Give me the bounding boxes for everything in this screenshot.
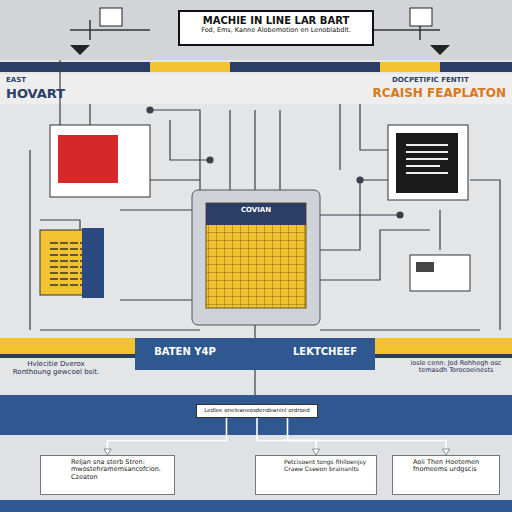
- node-text: Reljan sna sterb Stren: mwostehramemsanc…: [71, 459, 170, 481]
- text-box: Aoii Then Hoetemen fnomeems urdgscis: [392, 455, 500, 495]
- node-text: Ledlee oneleaneosdendeaninl ordroed: [200, 407, 314, 413]
- node-subtext: Fod, Ems, Kanne Alobemotion en Lenoblabd…: [186, 27, 366, 34]
- node-text: COVIAN: [206, 206, 306, 214]
- header-label: DOCPETIFIC FENTIT: [392, 76, 469, 84]
- chip-box: COVIAN: [206, 203, 306, 225]
- node-text: MACHIE IN LINE LAR BART: [186, 15, 366, 27]
- header-label: EAST: [6, 76, 26, 84]
- node-text: Aoii Then Hoetemen fnomeems urdgscis: [413, 459, 495, 474]
- header-label: HOVART: [6, 86, 65, 101]
- text-box: MACHIE IN LINE LAR BARTFod, Ems, Kanne A…: [178, 10, 374, 46]
- text-box: Ledlee oneleaneosdendeaninl ordroed: [196, 404, 318, 418]
- text-box: iosle cenn: Jod Rohhegh osc temasdh Toro…: [406, 358, 506, 388]
- text-box: Petcisoent tongs fihlloenjsy Crawe Cseeo…: [255, 455, 377, 495]
- flow-arrow: [288, 418, 450, 455]
- flow-arrow: [104, 418, 227, 455]
- node-text: LEKTCHEEF: [287, 346, 363, 358]
- node-text: Hvlecitie Dverox Ronthoung gewcoel bsit.: [10, 360, 102, 376]
- node-text: Petcisoent tongs fihlloenjsy Crawe Cseeo…: [284, 459, 372, 473]
- header-label: RCAISH FEAPLATON: [372, 86, 506, 100]
- text-box: BATEN Y4P: [150, 341, 220, 365]
- text-box: LEKTCHEEF: [285, 341, 365, 365]
- text-box: Hvlecitie Dverox Ronthoung gewcoel bsit.: [8, 358, 104, 388]
- text-box: Reljan sna sterb Stren: mwostehramemsanc…: [40, 455, 175, 495]
- node-text: BATEN Y4P: [152, 346, 218, 358]
- node-text: iosle cenn: Jod Rohhegh osc temasdh Toro…: [408, 360, 504, 375]
